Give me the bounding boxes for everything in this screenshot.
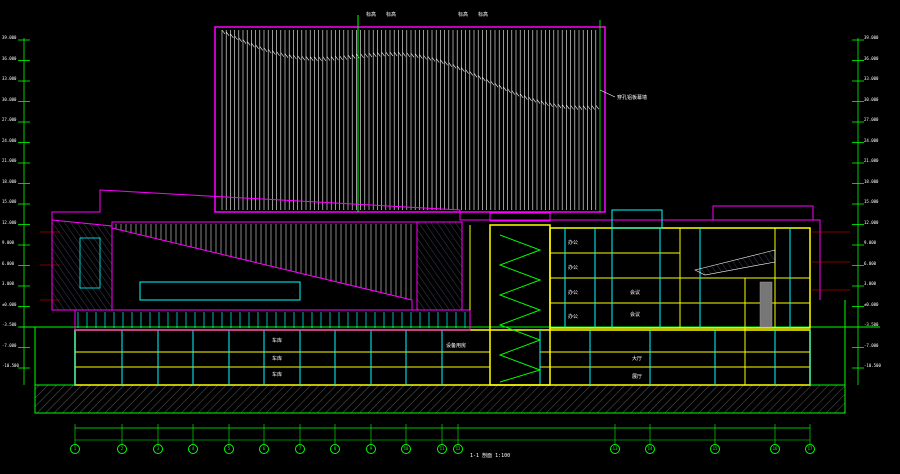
level-label: 15.000 (864, 199, 879, 204)
sloped-seating (111, 227, 413, 311)
grid-axis-bubble: 16 (770, 444, 780, 454)
level-label: 6.000 (864, 260, 877, 266)
level-label: -3.500 (2, 322, 17, 327)
room-garage-3: 车库 (272, 372, 283, 378)
level-label: ±0.000 (2, 301, 17, 307)
level-label: -10.500 (864, 363, 881, 368)
level-label: 21.000 (864, 158, 879, 163)
level-label: -7.000 (2, 342, 17, 348)
tower-facade-fins (221, 29, 600, 210)
level-label: 33.000 (2, 76, 17, 81)
level-label: 12.000 (864, 219, 879, 225)
level-label: 27.000 (864, 117, 879, 122)
grid-axis-bubble: 6 (259, 444, 269, 454)
grid-axis-bubble: 9 (366, 444, 376, 454)
grid-axis-bubble: 3 (153, 444, 163, 454)
level-label: 36.000 (2, 55, 17, 61)
ground-floor-glazing (77, 312, 466, 328)
grid-axis-bubble: 10 (401, 444, 411, 454)
elevation-scale-right (852, 38, 864, 385)
right-columns (564, 228, 791, 328)
room-exhibit: 展厅 (632, 374, 643, 380)
level-label: -10.500 (2, 363, 19, 368)
right-hatch (416, 221, 463, 311)
room-garage-2: 车库 (272, 356, 283, 362)
left-block-hatch (51, 219, 113, 311)
tower-outline (214, 26, 606, 213)
level-label: 18.000 (2, 178, 17, 184)
level-label: 39.000 (864, 35, 879, 40)
level-label: 27.000 (2, 117, 17, 122)
level-label: -7.000 (864, 342, 879, 348)
stair-core (489, 224, 551, 386)
earth-hatch (34, 384, 846, 414)
grid-axis-bubble: 15 (710, 444, 720, 454)
grid-axis-bubble: 7 (295, 444, 305, 454)
tag-1: 标高 (366, 12, 377, 18)
level-label: 30.000 (864, 96, 879, 102)
level-label: 18.000 (864, 178, 879, 184)
grid-axis-bubble: 4 (188, 444, 198, 454)
grid-axis-bubble: 1 (70, 444, 80, 454)
tag-3: 标高 (458, 12, 469, 18)
raked-seating (694, 249, 776, 276)
grid-axis-bubble: 11 (437, 444, 447, 454)
tag-4: 标高 (478, 12, 489, 18)
level-label: 3.000 (2, 281, 15, 286)
level-label: 9.000 (2, 240, 15, 245)
grid-axis-bubble: 5 (224, 444, 234, 454)
stair-zigzag (498, 234, 542, 383)
level-label: 3.000 (864, 281, 877, 286)
elevation-scale-left (18, 38, 30, 385)
room-meeting-2: 会议 (630, 312, 641, 318)
drawing-scale: 1:100 (495, 453, 511, 459)
tag-2: 标高 (386, 12, 397, 18)
level-label: 36.000 (864, 55, 879, 61)
room-office-3: 办公 (568, 290, 579, 296)
grid-axis-bubble: 14 (645, 444, 655, 454)
room-equipment: 设备用房 (446, 343, 467, 349)
level-label: 33.000 (864, 76, 879, 81)
level-label: 12.000 (2, 219, 17, 225)
level-label: 39.000 (2, 35, 17, 40)
level-label: 30.000 (2, 96, 17, 102)
room-office-2: 办公 (568, 265, 579, 271)
grid-axis-bubble: 17 (805, 444, 815, 454)
room-lobby: 大厅 (632, 356, 643, 362)
left-block-fins (115, 224, 412, 300)
grid-axis-bubble: 8 (330, 444, 340, 454)
level-label: -3.500 (864, 322, 879, 327)
room-meeting-1: 会议 (630, 290, 641, 296)
level-label: 15.000 (2, 199, 17, 204)
drawing-title-text: 1-1 剖面 (470, 453, 493, 459)
room-office-4: 办公 (568, 314, 579, 320)
level-label: 21.000 (2, 158, 17, 163)
level-label: 24.000 (2, 137, 17, 143)
annotation-leader (599, 89, 616, 98)
ground-floor-band (74, 309, 471, 331)
basement-columns (74, 330, 811, 385)
curtain-wall-note: 穿孔铝板幕墙 (617, 95, 648, 101)
level-label: 9.000 (864, 240, 877, 245)
grid-axis-bubble: 13 (610, 444, 620, 454)
room-garage-1: 车库 (272, 338, 283, 344)
grid-axis-bubble: 12 (453, 444, 463, 454)
drawing-title: 1-1 剖面 1:100 (470, 453, 510, 459)
level-label: 6.000 (2, 260, 15, 266)
level-label: ±0.000 (864, 301, 879, 307)
level-label: 24.000 (864, 137, 879, 143)
room-office-1: 办公 (568, 240, 579, 246)
grid-axis-bubble: 2 (117, 444, 127, 454)
